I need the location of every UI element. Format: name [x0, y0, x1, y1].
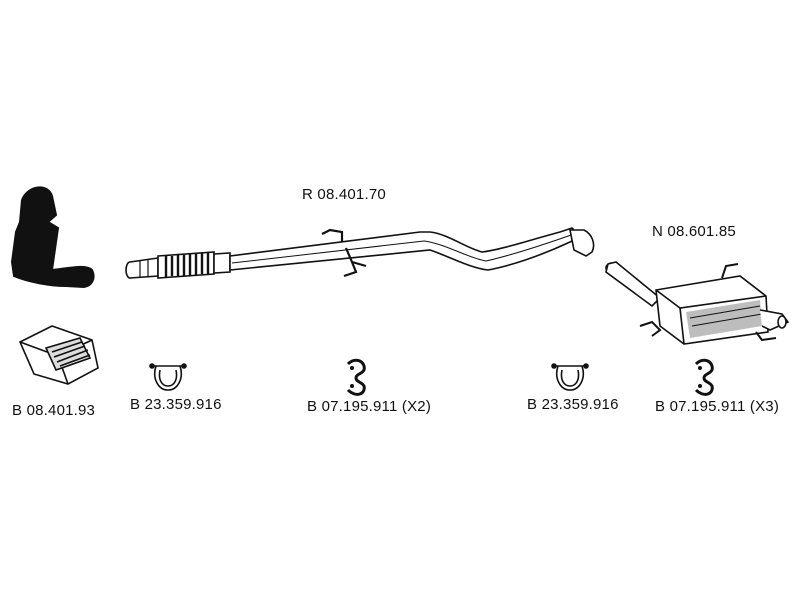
- mounting-kit-part: [18, 325, 99, 385]
- clamp-right-nut-2: [583, 363, 589, 369]
- hanger-ring-center: [346, 358, 366, 396]
- ring-center-hole-2: [350, 384, 354, 388]
- clamp-left-label: B 23.359.916: [130, 396, 222, 413]
- mounting-kit-label: B 08.401.93: [12, 402, 96, 419]
- clamp-left-band: [153, 365, 183, 391]
- clamp-right-nut-1: [551, 363, 557, 369]
- rear-silencer-part: [605, 261, 790, 345]
- clamp-right-band: [555, 365, 585, 391]
- clamp-right-part: [551, 363, 589, 391]
- silencer-shade: [686, 300, 762, 338]
- ring-right-hole-1: [698, 366, 702, 370]
- silencer-hanger-left: [639, 320, 662, 337]
- hanger-ring-center-part: [346, 358, 366, 396]
- center-pipe-part: [125, 227, 595, 279]
- hanger-ring-right-part: [694, 358, 714, 396]
- silencer-hanger-top: [721, 263, 739, 279]
- clamp-left-nut-2: [181, 363, 187, 369]
- inlet-sleeve: [129, 257, 159, 279]
- center-pipe-label: R 08.401.70: [302, 186, 386, 203]
- clamp-right-inner: [560, 369, 580, 387]
- front-downpipe-part: [10, 186, 95, 289]
- silencer-front-edge: [679, 307, 685, 345]
- downpipe-body: [10, 186, 95, 289]
- flex-bellows: [164, 253, 210, 277]
- rear-silencer-label: N 08.601.85: [652, 223, 736, 240]
- hanger-ring-right-label: B 07.195.911 (X3): [655, 398, 780, 415]
- pipe-hanger-bracket: [321, 228, 367, 278]
- clamp-left-nut-1: [149, 363, 155, 369]
- silencer-inlet-pipe: [605, 261, 662, 308]
- hanger-ring-center-label: B 07.195.911 (X2): [307, 398, 432, 415]
- hanger-ring-right: [694, 358, 714, 396]
- silencer-ribs: [689, 305, 763, 327]
- flex-collar: [213, 252, 231, 274]
- inlet-ribs: [139, 260, 149, 277]
- kit-box-slats: [51, 341, 91, 367]
- silencer-hanger-right: [755, 331, 777, 342]
- outlet-end: [569, 229, 595, 257]
- ring-right-hole-2: [698, 384, 702, 388]
- tube-highlight: [231, 233, 575, 264]
- clamp-left-part: [149, 363, 187, 391]
- clamp-left-inner: [158, 369, 178, 387]
- clamp-right-label: B 23.359.916: [527, 396, 619, 413]
- ring-center-hole-1: [350, 366, 354, 370]
- center-tube: [229, 227, 582, 271]
- tailpipe-end: [777, 315, 787, 329]
